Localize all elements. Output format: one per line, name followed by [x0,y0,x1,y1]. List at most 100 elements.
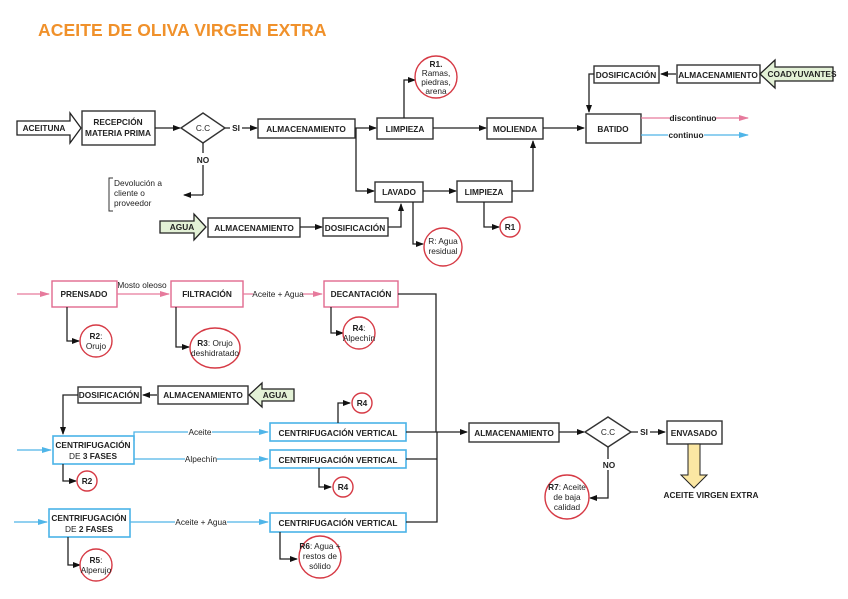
svg-text:Orujo: Orujo [86,341,107,351]
residue-r3-orujo-deshidratado: R3: Orujo deshidratado [189,327,241,369]
residue-r1-ramas: R1. Ramas, piedras, arena [414,55,458,99]
svg-text:CENTRIFUGACIÓN: CENTRIFUGACIÓN [55,439,130,450]
svg-text:BATIDO: BATIDO [597,124,629,134]
svg-text:ALMACENAMIENTO: ALMACENAMIENTO [266,124,346,134]
svg-text:piedras,: piedras, [421,77,451,87]
svg-text:FILTRACIÓN: FILTRACIÓN [182,288,232,299]
svg-text:DOSIFICACIÓN: DOSIFICACIÓN [79,389,139,400]
residue-r4-small-1: R4 [351,392,373,414]
svg-text:ENVASADO: ENVASADO [671,428,718,438]
step-almacenamiento-3-fases: ALMACENAMIENTO [157,385,249,405]
input-coadyuvantes-arrow: COADYUVANTES [759,58,837,90]
svg-text:Alperujo: Alperujo [81,565,112,575]
residue-agua-residual: R: Agua residual [423,227,463,267]
annotation-devolucion: Devolución a cliente o proveedor [108,177,162,212]
svg-text:continuo: continuo [668,130,703,140]
svg-text:calidad: calidad [554,502,581,512]
legend-discontinuo: discontinuo [641,113,749,123]
step-almacenamiento-1: ALMACENAMIENTO [257,118,356,139]
svg-text:Devolución a: Devolución a [114,178,162,188]
residue-r2-small: R2 [76,470,98,492]
svg-text:ALMACENAMIENTO: ALMACENAMIENTO [678,70,758,80]
svg-text:AGUA: AGUA [263,390,287,400]
svg-text:Ramas,: Ramas, [422,68,451,78]
label-aceite-agua-1: Aceite + Agua [252,289,304,299]
step-envasado: ENVASADO [666,420,723,445]
step-prensado: PRENSADO [51,280,118,308]
step-centrifugacion-vertical-3: CENTRIFUGACIÓN VERTICAL [269,512,407,533]
svg-text:MOLIENDA: MOLIENDA [493,124,537,134]
residue-r4-alpechin: R4: Alpechín [342,316,376,350]
step-filtracion: FILTRACIÓN [170,280,244,308]
svg-text:R2: R2 [82,476,93,486]
final-product-label: ACEITE VIRGEN EXTRA [664,490,759,500]
step-almacenamiento-final: ALMACENAMIENTO [468,422,560,443]
svg-text:arena: arena [425,86,447,96]
svg-text:C.C: C.C [196,123,210,133]
label-alpechin: Alpechín [185,454,218,464]
svg-text:C.C: C.C [601,427,615,437]
svg-text:restos de: restos de [303,551,338,561]
svg-text:sólido: sólido [309,561,331,571]
svg-text:ALMACENAMIENTO: ALMACENAMIENTO [163,390,243,400]
output-arrow-icon [679,443,709,489]
svg-text:deshidratado: deshidratado [191,348,239,358]
input-agua-arrow-1: AGUA [159,212,207,242]
svg-text:MATERIA PRIMA: MATERIA PRIMA [85,128,151,138]
svg-text:R2:: R2: [90,331,103,341]
svg-text:R6: Agua +: R6: Agua + [299,541,340,551]
svg-text:cliente o: cliente o [114,188,145,198]
label-no-2: NO [603,460,616,470]
svg-text:R: Agua: R: Agua [428,236,458,246]
residue-r2-orujo: R2: Orujo [79,324,113,358]
step-limpieza-1: LIMPIEZA [376,117,434,140]
legend-continuo: continuo [641,130,749,140]
svg-text:CENTRIFUGACIÓN VERTICAL: CENTRIFUGACIÓN VERTICAL [279,517,398,528]
svg-text:PRENSADO: PRENSADO [60,289,108,299]
svg-text:R4: R4 [338,482,349,492]
step-centrifugacion-vertical-1: CENTRIFUGACIÓN VERTICAL [269,422,407,442]
label-aceite-agua-2: Aceite + Agua [175,517,227,527]
label-no-1: NO [197,155,210,165]
residue-r7-aceite-baja-calidad: R7: Aceite de baja calidad [544,474,590,520]
svg-text:LIMPIEZA: LIMPIEZA [465,187,504,197]
svg-text:residual: residual [428,246,457,256]
residue-r1-small: R1 [499,216,521,238]
svg-text:DOSIFICACIÓN: DOSIFICACIÓN [596,69,656,80]
svg-text:R1.: R1. [430,59,443,69]
label-si-1: SI [232,123,240,133]
svg-text:de baja: de baja [553,492,581,502]
svg-text:ALMACENAMIENTO: ALMACENAMIENTO [214,223,294,233]
step-decantacion: DECANTACIÓN [323,280,399,308]
svg-text:LAVADO: LAVADO [382,187,416,197]
input-agua-arrow-2: AGUA [248,381,295,409]
label-mosto-oleoso: Mosto oleoso [117,280,167,290]
svg-text:proveedor: proveedor [114,198,152,208]
svg-text:DECANTACIÓN: DECANTACIÓN [331,288,392,299]
quality-control-decision-2: C.C [583,416,633,448]
input-aceituna-label: ACEITUNA [23,123,66,133]
step-lavado: LAVADO [374,181,424,203]
svg-text:CENTRIFUGACIÓN VERTICAL: CENTRIFUGACIÓN VERTICAL [279,454,398,465]
svg-text:RECEPCIÓN: RECEPCIÓN [93,116,142,127]
svg-text:COADYUVANTES: COADYUVANTES [768,69,837,79]
step-almacenamiento-coadyuvantes: ALMACENAMIENTO [676,64,761,84]
quality-control-decision-1: C.C [179,112,227,144]
svg-text:CENTRIFUGACIÓN VERTICAL: CENTRIFUGACIÓN VERTICAL [279,427,398,438]
svg-text:CENTRIFUGACIÓN: CENTRIFUGACIÓN [51,512,126,523]
step-recepcion-materia-prima: RECEPCIÓN MATERIA PRIMA [81,110,156,146]
svg-text:R7: Aceite: R7: Aceite [548,482,586,492]
svg-text:ALMACENAMIENTO: ALMACENAMIENTO [474,428,554,438]
diagram-title: ACEITE DE OLIVA VIRGEN EXTRA [38,20,327,40]
svg-text:R4: R4 [357,398,368,408]
svg-text:DE 3 FASES: DE 3 FASES [69,451,117,461]
step-centrifugacion-vertical-2: CENTRIFUGACIÓN VERTICAL [269,449,407,469]
svg-text:R4:: R4: [353,323,366,333]
residue-r5-alperujo: R5: Alperujo [79,548,113,582]
svg-text:DE 2 FASES: DE 2 FASES [65,524,113,534]
svg-text:discontinuo: discontinuo [669,113,716,123]
svg-text:AGUA: AGUA [170,222,194,232]
step-molienda: MOLIENDA [486,117,544,140]
step-limpieza-2: LIMPIEZA [456,180,513,203]
